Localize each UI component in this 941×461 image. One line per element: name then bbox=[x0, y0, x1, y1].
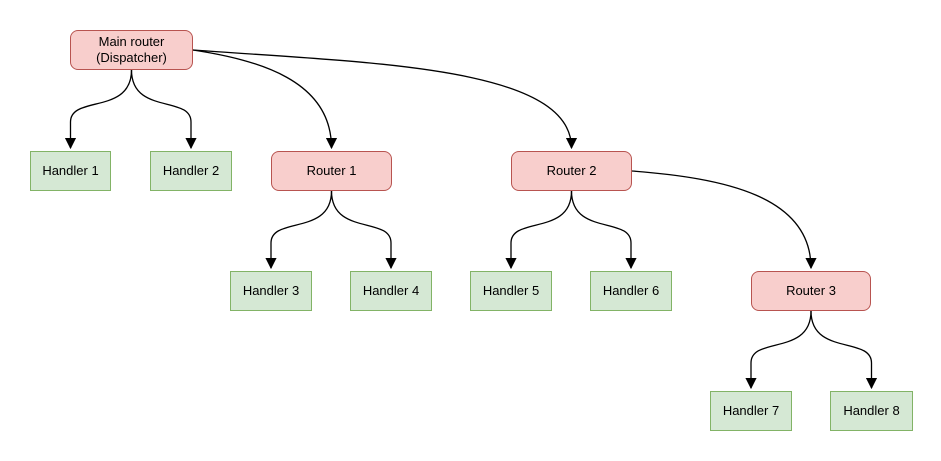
node-handler-3-label: Handler 3 bbox=[242, 282, 300, 298]
edge-router-1-to-handler-4 bbox=[330, 190, 397, 270]
node-router-2: Router 2 bbox=[511, 151, 632, 191]
node-handler-3: Handler 3 bbox=[230, 271, 312, 311]
edge-main-router-to-router-2 bbox=[192, 49, 578, 150]
node-handler-8-label: Handler 8 bbox=[843, 402, 900, 418]
node-handler-7: Handler 7 bbox=[710, 391, 792, 431]
node-router-1-label: Router 1 bbox=[306, 162, 357, 178]
edge-router-2-to-handler-5 bbox=[505, 190, 573, 270]
node-main-router: Main router (Dispatcher) bbox=[70, 30, 193, 70]
edge-router-1-to-handler-3 bbox=[265, 190, 333, 270]
node-handler-2-label: Handler 2 bbox=[162, 162, 220, 178]
node-handler-2: Handler 2 bbox=[150, 151, 232, 191]
edge-main-router-to-handler-1 bbox=[64, 69, 133, 150]
edge-main-router-to-router-1 bbox=[192, 49, 338, 150]
edge-main-router-to-handler-2 bbox=[130, 69, 197, 150]
node-router-2-label: Router 2 bbox=[546, 162, 597, 178]
node-main-router-label: Main router (Dispatcher) bbox=[96, 33, 167, 65]
edge-router-3-to-handler-8 bbox=[810, 310, 878, 390]
node-handler-4: Handler 4 bbox=[350, 271, 432, 311]
node-router-1: Router 1 bbox=[271, 151, 392, 191]
node-router-3-label: Router 3 bbox=[786, 282, 836, 298]
node-router-3: Router 3 bbox=[751, 271, 871, 311]
edge-router-3-to-handler-7 bbox=[745, 310, 812, 390]
node-handler-1: Handler 1 bbox=[30, 151, 111, 191]
node-handler-7-label: Handler 7 bbox=[722, 402, 780, 418]
node-handler-5: Handler 5 bbox=[470, 271, 552, 311]
node-handler-4-label: Handler 4 bbox=[362, 282, 420, 298]
node-handler-8: Handler 8 bbox=[830, 391, 913, 431]
edge-router-2-to-handler-6 bbox=[570, 190, 637, 270]
node-handler-1-label: Handler 1 bbox=[42, 162, 99, 178]
node-handler-5-label: Handler 5 bbox=[482, 282, 540, 298]
node-handler-6: Handler 6 bbox=[590, 271, 672, 311]
node-handler-6-label: Handler 6 bbox=[602, 282, 660, 298]
edge-router-2-to-router-3 bbox=[631, 170, 817, 270]
